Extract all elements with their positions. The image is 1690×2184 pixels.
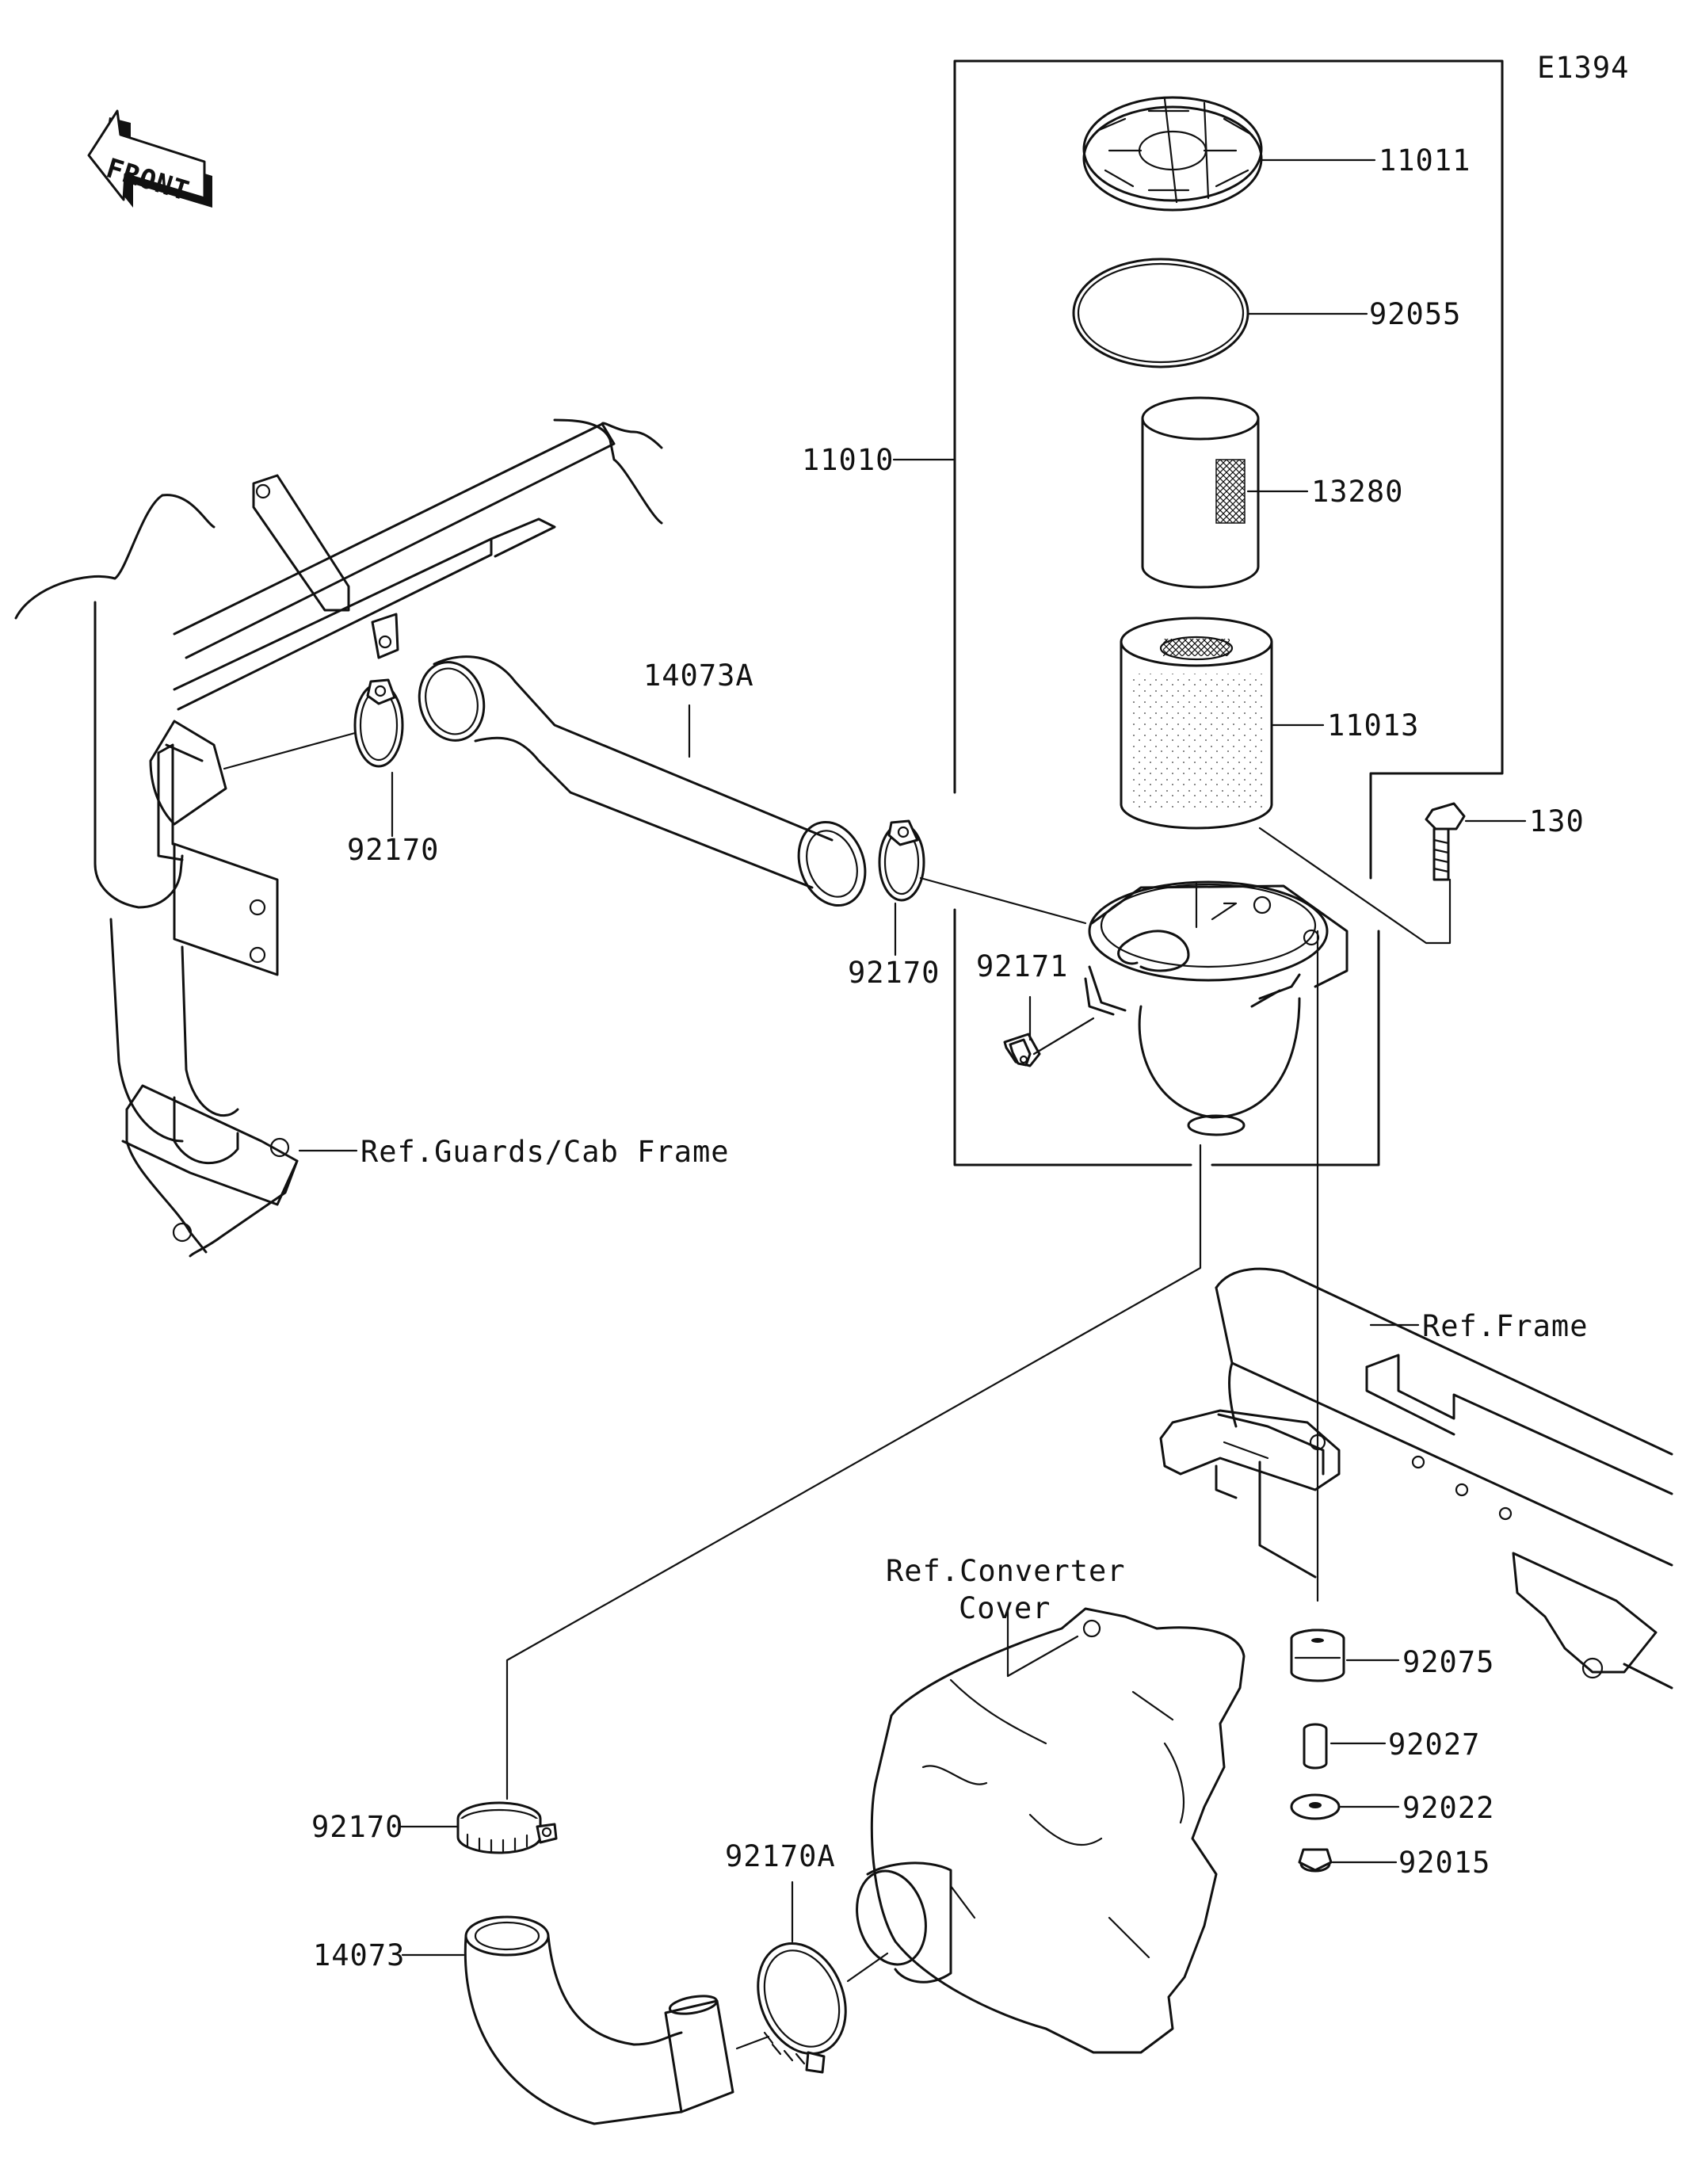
leader-92170b-link (919, 876, 1087, 925)
o-ring-seal (1072, 258, 1249, 368)
hose-clamp-lower (456, 1801, 558, 1854)
collar-spacer (1303, 1723, 1328, 1770)
part-label-92055: 92055 (1369, 297, 1461, 331)
intake-tube-upper (418, 655, 867, 907)
converter-cover (856, 1607, 1246, 2054)
part-label-11010: 11010 (802, 443, 894, 477)
part-label-92015: 92015 (1398, 1846, 1490, 1880)
part-label-92170-left: 92170 (347, 833, 439, 867)
part-label-14073A: 14073A (643, 659, 754, 693)
ref-converter-line2: Cover (959, 1591, 1051, 1625)
part-label-92171: 92171 (976, 949, 1068, 983)
ref-converter-line1: Ref.Converter (886, 1554, 1126, 1588)
part-label-92027: 92027 (1388, 1728, 1480, 1762)
filter-element (1120, 617, 1273, 830)
part-label-14073: 14073 (313, 1938, 405, 1972)
hose-clip (1003, 1033, 1041, 1067)
main-frame-rail (1159, 1267, 1673, 1690)
pre-filter-sleeve (1141, 396, 1260, 589)
guards-cab-frame (14, 418, 663, 1258)
part-label-92170-lower: 92170 (311, 1810, 403, 1844)
filter-cover-cap (1082, 96, 1263, 212)
part-label-11013: 11013 (1327, 708, 1419, 743)
leader-92170a-link (223, 731, 357, 770)
rubber-grommet (1290, 1628, 1345, 1682)
washer (1290, 1793, 1341, 1820)
part-label-92170A: 92170A (725, 1839, 836, 1873)
part-label-92170-middle: 92170 (848, 956, 940, 990)
part-label-13280: 13280 (1311, 475, 1403, 509)
assembly-bracket (953, 59, 1504, 1166)
flange-nut (1298, 1848, 1333, 1873)
hose-clamp-92170A (757, 1942, 847, 2074)
mounting-bolt (1425, 802, 1466, 881)
diagram-id: E1394 (1537, 51, 1629, 85)
ref-frame: Ref.Frame (1422, 1309, 1588, 1343)
air-cleaner-housing (1084, 880, 1349, 1136)
part-label-130: 130 (1529, 804, 1585, 838)
part-label-92022: 92022 (1402, 1791, 1494, 1825)
part-label-11011: 11011 (1379, 143, 1471, 178)
hose-clamp-left (353, 678, 404, 768)
part-label-92075: 92075 (1402, 1645, 1494, 1679)
leader-130-path (1258, 827, 1452, 945)
ref-guards-cab-frame: Ref.Guards/Cab Frame (361, 1135, 730, 1169)
intake-hose-lower (464, 1915, 734, 2125)
leader-housing-to-lower-clamp (505, 1144, 1202, 1800)
hose-clamp-middle (878, 819, 925, 902)
front-arrow-icon: FRONT (87, 109, 212, 208)
